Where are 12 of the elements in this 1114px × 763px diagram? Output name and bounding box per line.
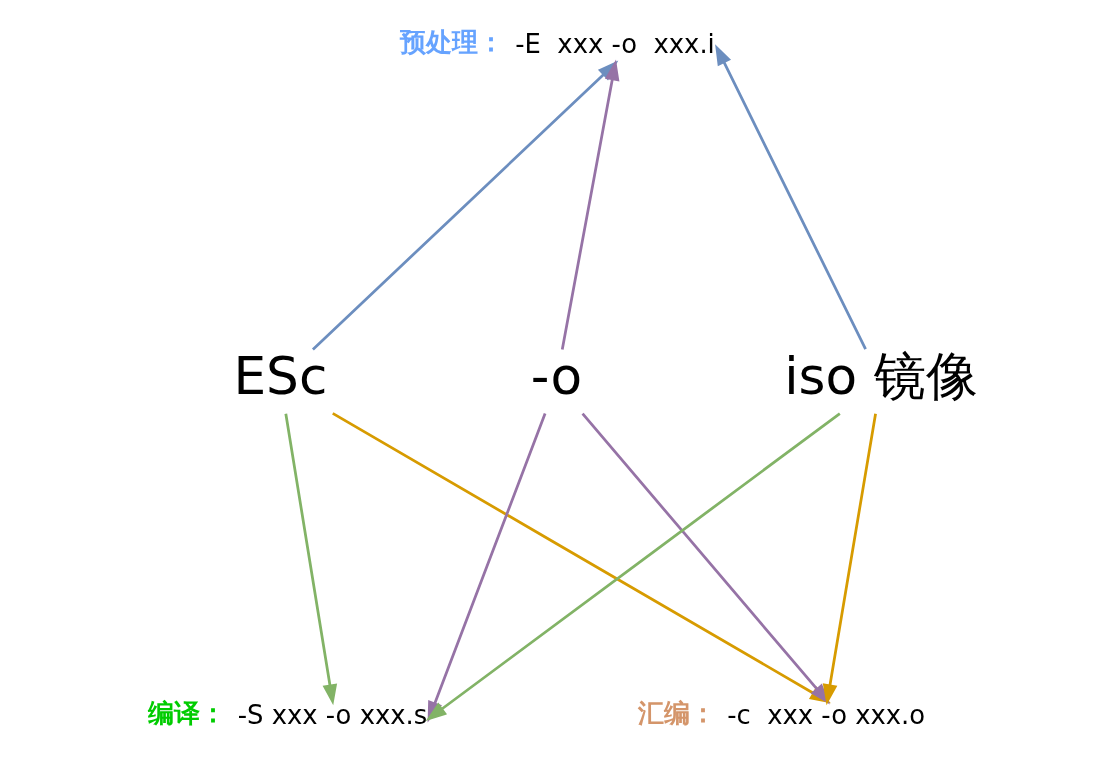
node-label: 编译：	[147, 697, 226, 728]
node-label: 汇编：	[637, 697, 716, 728]
arrow	[822, 413, 877, 706]
node-text: -S xxx -o xxx.s	[237, 699, 427, 730]
node-text: -E xxx -o xxx.i	[514, 29, 715, 60]
arrow	[283, 413, 337, 706]
node-text: ESc	[232, 346, 327, 407]
node-label: 预处理：	[399, 27, 504, 58]
arrow	[714, 44, 867, 350]
node-text: iso 镜像	[783, 346, 977, 407]
node-text: -c xxx -o xxx.o	[726, 699, 925, 730]
node-text: -o	[530, 346, 582, 407]
